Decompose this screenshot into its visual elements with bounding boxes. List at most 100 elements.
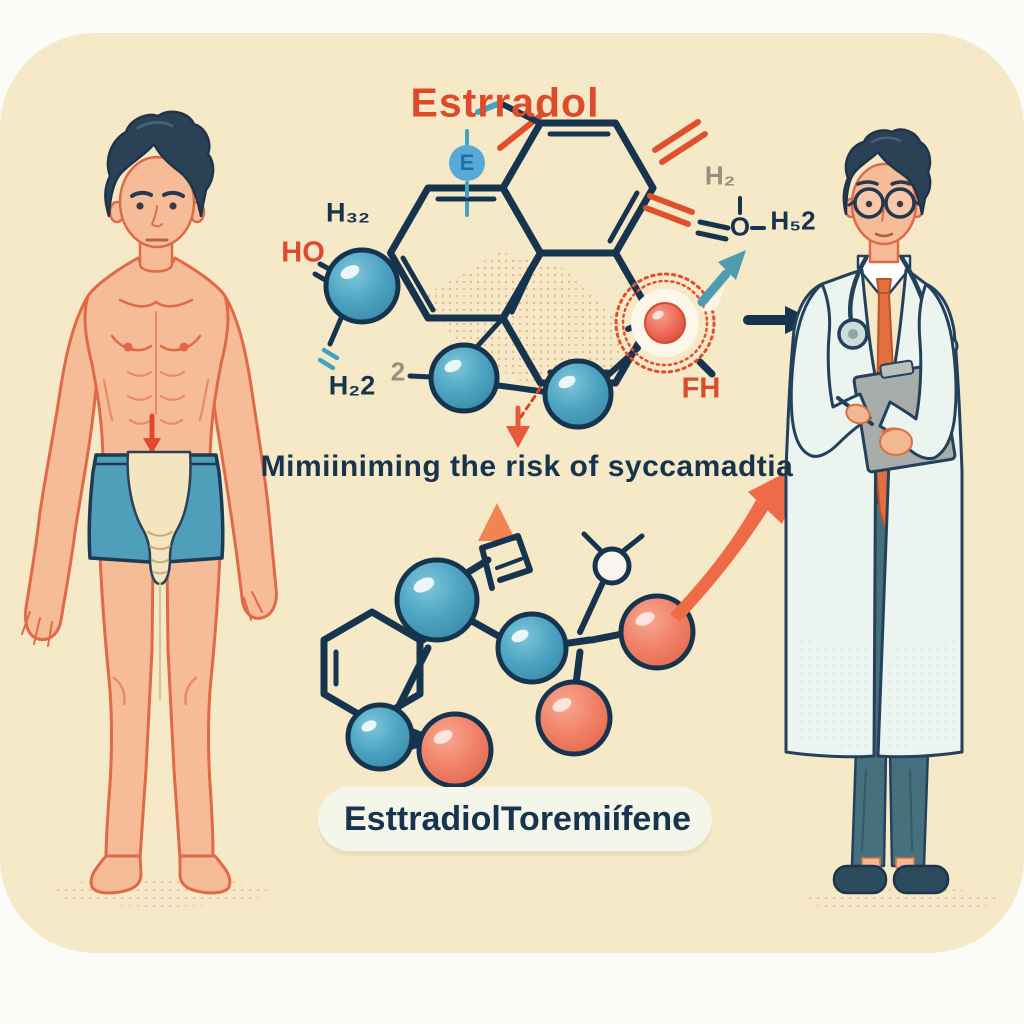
patient-knee-lines — [112, 676, 198, 706]
estradiol-structure — [312, 100, 814, 448]
patient-oblique-lines — [102, 378, 210, 422]
atom-sphere — [535, 679, 613, 757]
atom-highlight — [413, 577, 435, 593]
halo-stub-bond — [696, 358, 716, 378]
dashed-connector — [516, 386, 542, 424]
atom-highlight — [558, 375, 576, 389]
patient-collarbones — [118, 298, 194, 308]
atom-sphere — [542, 358, 614, 430]
highlighted-atom — [614, 272, 716, 374]
small-ring-inner-bond — [495, 557, 523, 570]
patient-eyebrows — [130, 190, 185, 198]
doctor-hair-highlight — [870, 136, 902, 144]
doctor-hair — [842, 128, 932, 216]
h22-label: H₂2 — [328, 370, 376, 401]
patient-left-hand-fingers — [21, 611, 53, 647]
bond — [581, 531, 645, 555]
atom-highlight — [444, 359, 462, 373]
caption-text: Mimiiniming the risk of syccamadtia — [260, 450, 794, 483]
doctor-eye-right — [896, 200, 904, 208]
bond — [588, 630, 626, 644]
patient-nipple-right — [179, 342, 189, 352]
patient-left-arm — [24, 294, 100, 642]
atom-highlight — [552, 698, 572, 712]
doctor-left-hand — [845, 403, 871, 425]
h2-label: H₂ — [704, 160, 736, 191]
two-label: 2 — [390, 356, 406, 387]
bond — [572, 648, 584, 688]
patient-right-foot — [178, 854, 232, 895]
doctor-figure — [784, 128, 964, 895]
patient-eye-left — [136, 202, 144, 210]
estradiol-title: Estrradol — [410, 79, 600, 126]
legend-estradiol-label: Esttradiol — [344, 799, 501, 838]
h52-label: H₅2 — [770, 205, 816, 236]
patient-nipple-left — [123, 342, 133, 352]
patient-nose — [151, 205, 163, 228]
patient-hair — [104, 110, 215, 218]
red-double-bond-topright — [652, 119, 708, 165]
patient-face — [118, 155, 196, 249]
red-double-bond-right — [643, 193, 695, 227]
doctor-eyebrows — [856, 180, 912, 186]
patient-figure — [21, 110, 278, 895]
methyl-stub — [497, 100, 543, 126]
atom-highlight — [361, 720, 377, 732]
patient-abs-lines — [126, 370, 186, 425]
atom-sphere-white — [592, 546, 632, 586]
bond-ring-to-sphere — [471, 315, 506, 353]
up-arrow-icon — [478, 503, 516, 541]
legend-pill: Esttradiol Toremiífene — [318, 787, 712, 851]
atom-highlight — [511, 629, 529, 643]
fh-label: FH — [681, 372, 721, 405]
doctor-mouth — [874, 232, 894, 238]
inner-double-bonds — [400, 131, 640, 375]
doctor-nose — [881, 207, 885, 222]
o-label: O — [729, 211, 751, 242]
patient-left-leg — [98, 554, 155, 860]
atom-sphere — [394, 557, 480, 643]
teal-stub — [475, 100, 503, 115]
atom-sphere — [416, 711, 494, 789]
h32-label: H₃₂ — [326, 197, 370, 228]
patient-right-arm — [210, 294, 278, 620]
patient-eye-right — [169, 202, 177, 210]
legend-toremifene-label: Toremiífene — [500, 799, 691, 838]
atom-highlight — [433, 730, 453, 744]
patient-right-hand-fingers — [243, 591, 263, 621]
coat-texture-left — [794, 640, 870, 748]
atom-highlight — [635, 612, 655, 626]
patient-ground-shadow — [52, 877, 268, 907]
doctor-right-shoe — [892, 864, 950, 895]
doctor-right-trouser — [888, 748, 930, 868]
doctor-left-trouser — [850, 748, 888, 868]
bond — [466, 616, 506, 642]
teal-chevron — [317, 347, 340, 371]
atom-node-e: E — [449, 145, 485, 181]
coat-texture-right — [886, 640, 960, 748]
patient-hair-highlight — [136, 120, 174, 130]
atom-sphere — [323, 247, 401, 325]
bond — [392, 644, 432, 716]
patient-right-leg — [165, 552, 222, 860]
doctor-eye-left — [865, 200, 873, 208]
atom-sphere — [428, 342, 500, 414]
atom-sphere — [345, 702, 415, 772]
teal-arrow-icon — [697, 250, 746, 312]
abdomen-down-arrow-icon — [143, 413, 161, 454]
patient-drape-folds — [147, 531, 173, 575]
carbonyl-double-bond — [695, 219, 731, 242]
bond-to-red-atom — [602, 345, 641, 381]
atom-sphere — [495, 611, 569, 685]
elbow-bond — [327, 313, 345, 347]
doctor-right-hand — [879, 427, 913, 456]
bond — [577, 577, 607, 635]
ho-label: HO — [281, 236, 325, 269]
patient-left-foot — [89, 854, 143, 895]
atom-highlight — [340, 265, 360, 279]
bond-2-to-sphere — [407, 373, 435, 380]
trouser-creases — [861, 769, 913, 851]
doctor-left-shoe — [832, 864, 888, 895]
down-arrow-icon — [506, 405, 530, 448]
